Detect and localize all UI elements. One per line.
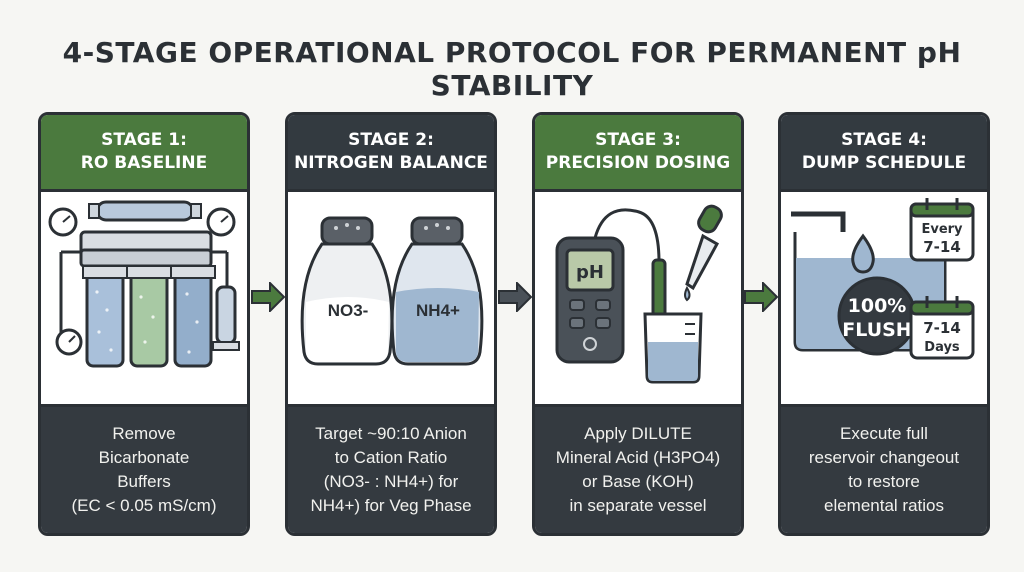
calendar-icon: 7-14 Days: [909, 296, 975, 360]
stage-4-description: Execute full reservoir changeout to rest…: [781, 407, 987, 533]
arrow-right-icon: [498, 282, 533, 312]
stage-2-desc-line: (NO3- : NH4+) for: [323, 472, 459, 491]
stage-3-description: Apply DILUTE Mineral Acid (H3PO4) or Bas…: [535, 407, 741, 533]
calendar-2-bottom: Days: [924, 340, 960, 355]
stage-1-header: STAGE 1: RO BASELINE: [41, 115, 247, 189]
stage-1-description: Remove Bicarbonate Buffers (EC < 0.05 mS…: [41, 407, 247, 533]
stage-1-illustration: [41, 189, 247, 407]
ph-meter-icon: pH: [555, 204, 723, 384]
stage-4-header: STAGE 4: DUMP SCHEDULE: [781, 115, 987, 189]
stage-2-label: STAGE 2:: [348, 130, 434, 150]
flush-word: FLUSH: [842, 319, 911, 341]
stage-2-name: NITROGEN BALANCE: [294, 153, 488, 173]
stage-3-name: PRECISION DOSING: [545, 153, 731, 173]
page-title: 4-STAGE OPERATIONAL PROTOCOL FOR PERMANE…: [62, 36, 962, 102]
meter-display: pH: [576, 262, 604, 283]
flush-percent: 100%: [848, 295, 907, 317]
stage-4-desc-line: to restore: [848, 472, 920, 491]
calendar-2-top: 7-14: [923, 319, 961, 337]
stage-4-name: DUMP SCHEDULE: [801, 153, 967, 173]
stage-3-header: STAGE 3: PRECISION DOSING: [535, 115, 741, 189]
calendar-1-bottom: 7-14: [923, 238, 961, 256]
stage-2-illustration: NO3- NH4+: [288, 189, 494, 407]
stage-1-card: STAGE 1: RO BASELINE: [38, 112, 250, 536]
stage-2-header: STAGE 2: NITROGEN BALANCE: [288, 115, 494, 189]
calendar-icon: Every 7-14: [909, 198, 975, 262]
stage-4-desc-line: reservoir changeout: [808, 448, 960, 467]
stage-4-label: STAGE 4:: [841, 130, 927, 150]
stage-1-name: RO BASELINE: [80, 153, 208, 173]
salt-shakers-icon: NO3- NH4+: [300, 216, 484, 366]
stage-4-desc-line: Execute full: [840, 424, 928, 443]
stage-4-desc-line: elemental ratios: [823, 496, 944, 515]
stage-2-desc-line: NH4+) for Veg Phase: [310, 496, 472, 515]
reservoir-flush-icon: 100% FLUSH Every 7-14 7-14 Days: [791, 198, 975, 360]
stage-3-desc-line: Mineral Acid (H3PO4): [555, 448, 721, 467]
stage-1-desc-line: Buffers: [117, 472, 171, 491]
stage-2-card: STAGE 2: NITROGEN BALANCE NO3- NH4+ Targ…: [285, 112, 497, 536]
stage-1-desc-line: Remove: [112, 424, 176, 443]
stage-4-card: STAGE 4: DUMP SCHEDULE 100% FLUSH Every: [778, 112, 990, 536]
stage-2-desc-line: to Cation Ratio: [334, 448, 448, 467]
stage-3-illustration: pH: [535, 189, 741, 407]
stage-2-desc-line: Target ~90:10 Anion: [315, 424, 467, 443]
arrow-right-icon: [251, 282, 286, 312]
stage-3-desc-line: in separate vessel: [569, 496, 707, 515]
stage-3-card: STAGE 3: PRECISION DOSING pH: [532, 112, 744, 536]
arrow-right-icon: [744, 282, 779, 312]
calendar-1-top: Every: [921, 222, 963, 237]
stage-3-desc-line: or Base (KOH): [582, 472, 694, 491]
stage-2-description: Target ~90:10 Anion to Cation Ratio (NO3…: [288, 407, 494, 533]
ro-filter-icon: [48, 200, 240, 368]
stage-4-illustration: 100% FLUSH Every 7-14 7-14 Days: [781, 189, 987, 407]
stage-3-label: STAGE 3:: [595, 130, 681, 150]
stage-1-desc-line: (EC < 0.05 mS/cm): [71, 496, 217, 515]
stage-3-desc-line: Apply DILUTE: [584, 424, 692, 443]
stage-1-label: STAGE 1:: [101, 130, 187, 150]
nitrate-label: NO3-: [328, 301, 369, 320]
stage-1-desc-line: Bicarbonate: [98, 448, 190, 467]
ammonium-label: NH4+: [416, 301, 460, 320]
